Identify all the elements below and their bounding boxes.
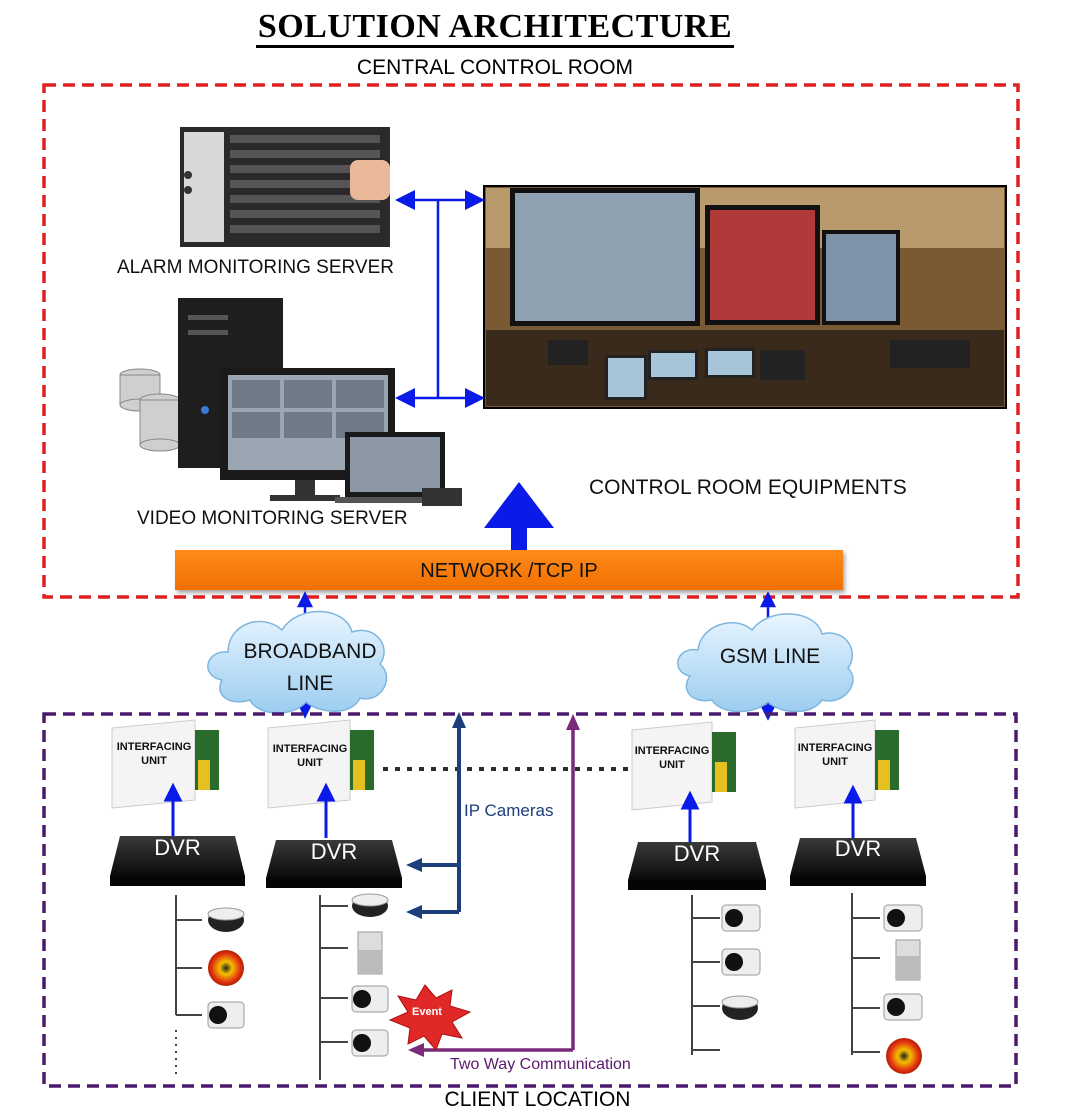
network-tcp-ip-bar: NETWORK /TCP IP: [175, 550, 843, 590]
dvr-box-2: [266, 840, 402, 888]
dvr-box-3: [628, 842, 766, 890]
network-up-arrow: [484, 482, 554, 550]
box-camera-icon: [721, 948, 761, 976]
box-camera-icon: [895, 939, 921, 981]
alarm-server-label: ALARM MONITORING SERVER: [117, 257, 394, 278]
interfacing-unit-4: [794, 719, 899, 809]
dvr2-up-arrow: [316, 782, 336, 838]
video-server-label: VIDEO MONITORING SERVER: [137, 508, 408, 529]
ip-cameras-label: IP Cameras: [464, 801, 554, 820]
dvr-label-1: DVR: [154, 835, 201, 860]
box-camera-icon: [351, 1029, 389, 1057]
dome-camera-icon: [207, 907, 245, 932]
camera-tree-4: [851, 893, 880, 1055]
box-camera-icon: [883, 993, 923, 1021]
box-camera-icon: [351, 985, 389, 1013]
page-subtitle: CENTRAL CONTROL ROOM: [356, 56, 634, 79]
camera-tree-2: [319, 895, 348, 1080]
page-title: SOLUTION ARCHITECTURE: [0, 8, 990, 48]
dvr-label-3: DVR: [673, 841, 721, 866]
interfacing-unit-3: [631, 721, 736, 811]
dvr-box-4: [790, 838, 926, 886]
ip-camera-arrows: [406, 712, 466, 919]
box-camera-icon: [207, 1001, 245, 1029]
dvr3-up-arrow: [680, 790, 700, 842]
gsm-line-label: GSM LINE: [719, 645, 821, 668]
alarm-server-image: [180, 127, 390, 247]
camera-tree-3: [691, 895, 720, 1055]
server-bus-connector: [395, 190, 485, 408]
control-room-image: [483, 185, 1007, 409]
bullet-camera-icon: [886, 1038, 922, 1074]
dome-camera-icon: [721, 995, 759, 1020]
two-way-communication-label: Two Way Communication: [450, 1056, 631, 1073]
dvr-label-2: DVR: [310, 839, 358, 864]
client-location-border: [42, 712, 1018, 1088]
client-location-label: CLIENT LOCATION: [444, 1088, 631, 1111]
camera-tree-1: [175, 895, 202, 1075]
interfacing-unit-2: [267, 719, 374, 809]
box-camera-icon: [883, 904, 923, 932]
control-room-equipments-label: CONTROL ROOM EQUIPMENTS: [589, 476, 907, 499]
video-server-image: [119, 298, 462, 506]
dvr-box-1: [110, 836, 245, 886]
box-camera-icon: [721, 904, 761, 932]
event-burst-icon: [388, 984, 472, 1051]
dvr-label-4: DVR: [834, 836, 882, 861]
dvr1-up-arrow: [163, 782, 183, 838]
event-label: Event: [412, 1006, 442, 1018]
control-room-border: [42, 83, 1020, 599]
dome-camera-icon: [351, 893, 389, 917]
dvr4-up-arrow: [843, 784, 863, 838]
bullet-camera-icon: [208, 950, 244, 986]
box-camera-icon: [357, 931, 383, 975]
two-way-communication-arrow: [408, 714, 580, 1057]
gsm-cloud: [677, 613, 854, 713]
broadband-line-label: BROADBAND LINE: [243, 640, 377, 695]
